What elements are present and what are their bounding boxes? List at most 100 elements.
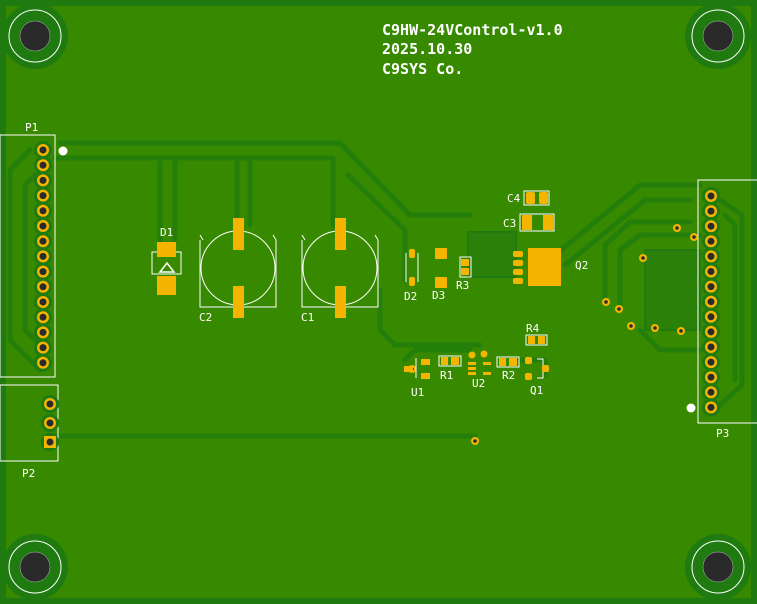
p2-label: P2 xyxy=(22,467,35,480)
r1-resistor[interactable]: R1 xyxy=(438,355,462,382)
d1-diode[interactable]: D1 xyxy=(151,226,182,295)
pad xyxy=(539,192,548,204)
pin-hole xyxy=(707,313,715,321)
board-date: 2025.10.30 xyxy=(382,40,472,58)
r3-outline xyxy=(459,256,472,278)
pin-hole xyxy=(46,438,54,446)
pad xyxy=(409,249,415,258)
pin-hole xyxy=(707,403,715,411)
mounting-hole-outline xyxy=(8,9,62,63)
pin-hole xyxy=(707,222,715,230)
pad xyxy=(525,357,532,364)
r4-resistor[interactable]: R4 xyxy=(525,322,548,346)
pin-hole xyxy=(39,359,47,367)
board-title: C9HW-24VControl-v1.0 xyxy=(382,21,563,39)
r3-resistor[interactable]: R3 xyxy=(456,256,472,292)
pin-hole xyxy=(707,283,715,291)
pad xyxy=(435,277,447,288)
p1-outline xyxy=(0,134,56,378)
p3-connector[interactable] xyxy=(702,187,720,417)
via-hole xyxy=(629,324,633,328)
pin-hole xyxy=(39,161,47,169)
c1-label: C1 xyxy=(301,311,314,324)
c1-capacitor[interactable]: C1 xyxy=(301,218,379,324)
via-hole xyxy=(641,256,645,260)
c4-outline xyxy=(523,190,550,206)
pad xyxy=(543,215,553,230)
u1-regulator[interactable]: U1 xyxy=(404,358,430,399)
pad xyxy=(441,357,448,365)
r2-resistor[interactable]: R2 xyxy=(496,356,520,382)
p2-connector[interactable] xyxy=(41,395,59,451)
via-hole xyxy=(653,326,657,330)
pin-hole xyxy=(707,328,715,336)
pad xyxy=(513,251,523,257)
pin-hole xyxy=(707,343,715,351)
d2-diode[interactable]: D2 xyxy=(404,249,419,303)
pad xyxy=(525,373,532,380)
pad xyxy=(528,336,535,344)
pin-hole xyxy=(707,298,715,306)
via-hole xyxy=(679,329,683,333)
pad xyxy=(468,362,476,365)
d3-diode[interactable]: D3 xyxy=(432,248,447,302)
pad xyxy=(542,365,549,372)
mounting-hole-outline xyxy=(691,540,745,594)
pin-hole xyxy=(39,298,47,306)
via-hole xyxy=(473,439,477,443)
trace xyxy=(562,197,693,268)
c2-capacitor[interactable]: C2 xyxy=(199,218,277,324)
p1-connector[interactable] xyxy=(34,141,52,372)
c2-label: C2 xyxy=(199,311,212,324)
via xyxy=(480,350,488,358)
r1-outline xyxy=(438,355,462,367)
pad xyxy=(483,362,491,365)
pin-hole xyxy=(46,419,54,427)
c4-capacitor[interactable]: C4 xyxy=(507,190,550,206)
copper-zone xyxy=(467,231,517,278)
trace xyxy=(345,172,408,283)
p3-outline xyxy=(697,179,757,424)
via xyxy=(468,351,476,359)
pad xyxy=(509,358,517,366)
q1-transistor[interactable]: Q1 xyxy=(525,357,549,397)
u2-ic[interactable]: U2 xyxy=(468,350,491,391)
pin-hole xyxy=(707,192,715,200)
pin-hole xyxy=(39,192,47,200)
pad xyxy=(513,260,523,266)
trace xyxy=(402,347,473,363)
pin-hole xyxy=(39,344,47,352)
pin-hole xyxy=(39,146,47,154)
pin-hole xyxy=(707,268,715,275)
u1-label: U1 xyxy=(411,386,424,399)
pad xyxy=(451,357,459,365)
p1-label: P1 xyxy=(25,121,38,134)
q2-mosfet[interactable]: Q2 xyxy=(513,248,588,286)
trace xyxy=(602,219,693,303)
pin1-marker xyxy=(58,146,68,156)
r3-label: R3 xyxy=(456,279,469,292)
pad xyxy=(513,278,523,284)
trace xyxy=(722,212,738,383)
pad xyxy=(335,218,346,250)
d2-label: D2 xyxy=(404,290,417,303)
mounting-hole-outline xyxy=(8,540,62,594)
mounting-hole xyxy=(19,551,51,583)
pad xyxy=(499,358,506,366)
mounting-hole xyxy=(702,551,734,583)
pad xyxy=(404,366,413,372)
pad xyxy=(233,286,244,318)
trace xyxy=(717,197,745,408)
pad xyxy=(157,276,176,295)
c3-capacitor[interactable]: C3 xyxy=(503,213,555,232)
mounting-hole-outline xyxy=(691,9,745,63)
via-hole xyxy=(604,300,608,304)
copper-zone xyxy=(644,249,701,331)
pad xyxy=(421,373,430,379)
pad xyxy=(483,372,491,375)
pad xyxy=(335,286,346,318)
c4-label: C4 xyxy=(507,192,521,205)
pin-hole xyxy=(39,268,47,276)
